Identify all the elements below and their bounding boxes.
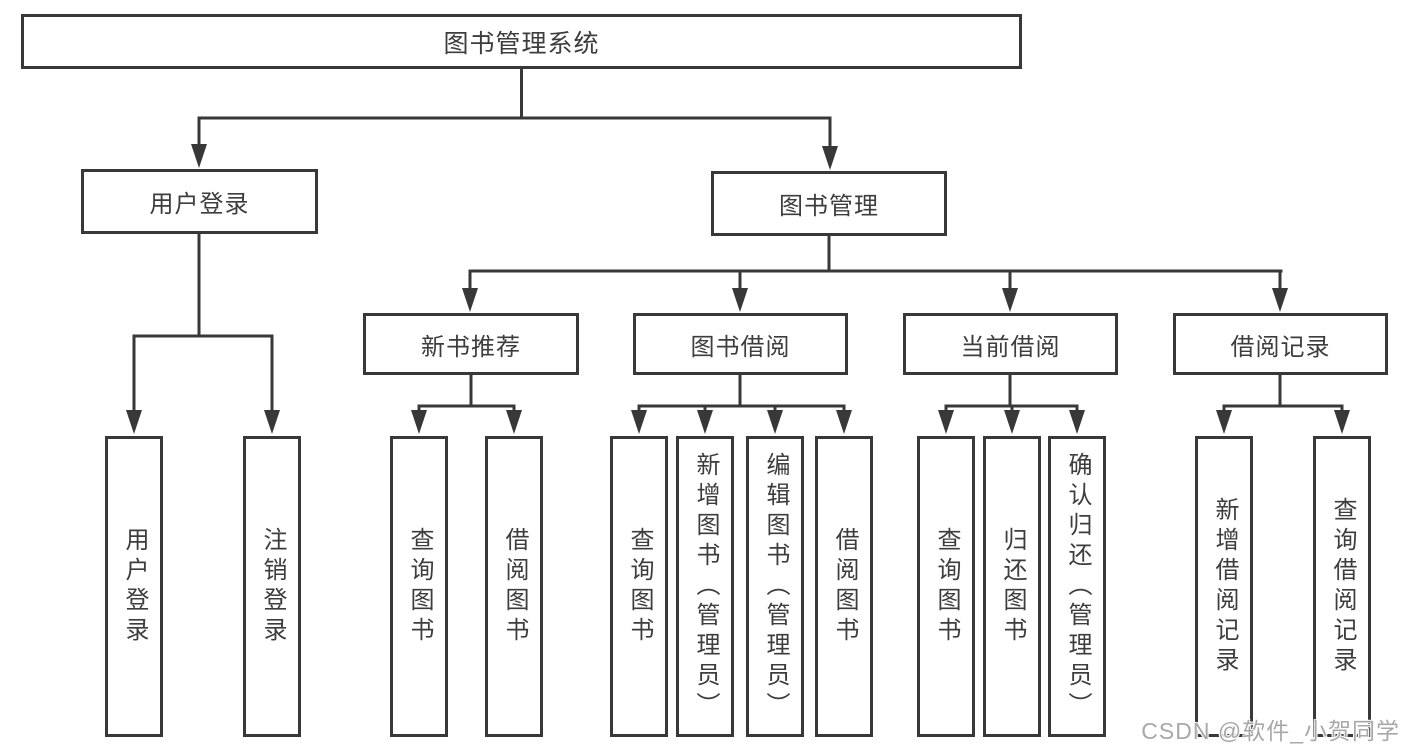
watermark: CSDN @软件_小贺同学 bbox=[1141, 718, 1400, 744]
node-current-borrowing: 当前借阅 bbox=[903, 313, 1118, 375]
leaf-add-books-admin: 新增图书（管理员） bbox=[676, 436, 734, 737]
connector-paths bbox=[132, 67, 1344, 416]
node-library-system: 图书管理系统 bbox=[21, 14, 1022, 69]
leaf-edit-books-admin: 编辑图书（管理员） bbox=[746, 436, 804, 737]
leaf-search-books-current-label: 查询图书 bbox=[933, 526, 960, 647]
leaf-search-books-recommend: 查询图书 bbox=[390, 436, 448, 737]
node-book-management: 图书管理 bbox=[711, 171, 947, 236]
leaf-search-books-current: 查询图书 bbox=[917, 436, 975, 737]
leaf-add-borrow-record-label: 新增借阅记录 bbox=[1211, 496, 1238, 677]
leaf-search-books-borrowing: 查询图书 bbox=[610, 436, 668, 737]
node-new-book-recommend: 新书推荐 bbox=[363, 313, 579, 375]
leaf-add-books-admin-label: 新增图书（管理员） bbox=[692, 451, 719, 722]
leaf-add-borrow-record: 新增借阅记录 bbox=[1195, 436, 1253, 737]
node-book-borrowing-label: 图书借阅 bbox=[690, 333, 791, 361]
leaf-search-books-borrowing-label: 查询图书 bbox=[626, 526, 653, 647]
node-borrowing-records-label: 借阅记录 bbox=[1230, 333, 1331, 361]
leaf-edit-books-admin-label: 编辑图书（管理员） bbox=[762, 451, 789, 722]
node-borrowing-records: 借阅记录 bbox=[1173, 313, 1388, 375]
leaf-logout-label: 注销登录 bbox=[259, 526, 286, 647]
leaf-borrow-books-recommend-label: 借阅图书 bbox=[501, 526, 528, 647]
leaf-return-books: 归还图书 bbox=[983, 436, 1041, 737]
leaf-user-login-label: 用户登录 bbox=[121, 526, 148, 647]
leaf-search-borrow-record: 查询借阅记录 bbox=[1313, 436, 1371, 737]
arrowheads bbox=[126, 144, 1350, 434]
leaf-return-books-label: 归还图书 bbox=[999, 526, 1026, 647]
node-user-login: 用户登录 bbox=[81, 169, 318, 234]
leaf-confirm-return-admin: 确认归还（管理员） bbox=[1048, 436, 1106, 737]
leaf-search-books-recommend-label: 查询图书 bbox=[406, 526, 433, 647]
node-library-system-label: 图书管理系统 bbox=[443, 29, 600, 58]
leaf-borrow-books: 借阅图书 bbox=[815, 436, 873, 737]
leaf-confirm-return-admin-label: 确认归还（管理员） bbox=[1064, 451, 1091, 722]
leaf-user-login: 用户登录 bbox=[105, 436, 163, 737]
leaf-borrow-books-label: 借阅图书 bbox=[831, 526, 858, 647]
node-user-login-label: 用户登录 bbox=[149, 191, 250, 218]
leaf-search-borrow-record-label: 查询借阅记录 bbox=[1329, 496, 1356, 677]
node-book-borrowing: 图书借阅 bbox=[633, 313, 848, 375]
leaf-borrow-books-recommend: 借阅图书 bbox=[485, 436, 543, 737]
node-current-borrowing-label: 当前借阅 bbox=[960, 333, 1061, 361]
node-book-management-label: 图书管理 bbox=[779, 193, 879, 220]
leaf-logout: 注销登录 bbox=[243, 436, 301, 737]
node-new-book-recommend-label: 新书推荐 bbox=[421, 333, 521, 361]
